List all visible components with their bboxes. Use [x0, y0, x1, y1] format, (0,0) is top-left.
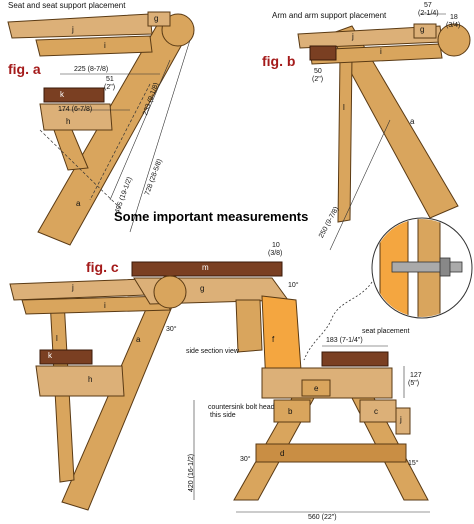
fig-c-detail-arrow	[303, 281, 373, 361]
fig-a-part-j: j	[72, 25, 74, 34]
fig-c-seat-k	[39, 349, 93, 365]
fig-c-side-j	[395, 407, 411, 435]
fig-c-part-l: l	[56, 334, 58, 343]
fig-b-part-g: g	[420, 25, 425, 34]
fig-c-block-e	[301, 379, 331, 397]
fig-c-top-m	[131, 261, 283, 277]
fig-a-dim-51: 51	[106, 76, 114, 83]
fig-c-dim-560: 560 (22")	[308, 514, 337, 521]
fig-a-part-h: h	[66, 117, 71, 126]
fig-c-deg-10: 10°	[288, 282, 299, 289]
bolt-detail-shaft	[391, 261, 463, 273]
fig-c-pivot	[153, 275, 187, 309]
fig-b-drawing	[297, 13, 471, 251]
fig-c-dim-10: 10	[272, 242, 280, 249]
fig-b-part-l: l	[343, 103, 345, 112]
fig-a-dim-225: 225 (8-7/8)	[74, 66, 109, 73]
fig-c-arm-i	[21, 295, 171, 315]
fig-c-part-k: k	[48, 351, 52, 360]
fig-c-part-a: a	[136, 335, 141, 344]
fig-c-support-h	[35, 365, 125, 397]
fig-c-part-m: m	[202, 263, 209, 272]
fig-c-part-b: b	[288, 407, 293, 416]
bolt-detail-nut	[439, 257, 451, 277]
fig-c-label: fig. c	[86, 259, 119, 275]
fig-c-piece-f-left	[235, 299, 263, 353]
fig-a-dim-174: 174 (6-7/8)	[58, 106, 93, 113]
fig-c-part-c: c	[374, 407, 378, 416]
fig-b-seat-block	[309, 45, 337, 61]
fig-a-label: fig. a	[8, 61, 41, 77]
fig-c-dim-420: 420 (16-1/2)	[188, 453, 195, 492]
fig-b-dim250-line	[329, 119, 391, 251]
fig-c-dim-127in: (5")	[408, 380, 420, 387]
fig-b-caption: Arm and arm support placement	[272, 11, 387, 20]
fig-c-dim-183: 183 (7-1/4")	[326, 337, 363, 344]
fig-c-leg-a	[61, 291, 179, 511]
bolt-detail	[371, 217, 473, 319]
fig-c-note-countersink-2: this side	[210, 412, 236, 419]
fig-b-dim-57in: (2-1/4)	[418, 10, 439, 17]
fig-a-caption: Seat and seat support placement	[8, 1, 126, 10]
fig-c-part-j: j	[72, 283, 74, 292]
fig-a-arm-i	[35, 35, 153, 57]
fig-c-note-side-section: side section view	[186, 348, 239, 355]
fig-c-part-h: h	[88, 375, 93, 384]
fig-c-brace-c	[359, 399, 397, 423]
fig-a-part-a: a	[76, 199, 81, 208]
fig-b-pivot	[437, 23, 471, 57]
fig-c-part-d: d	[280, 449, 285, 458]
fig-c-brace-b	[273, 399, 311, 423]
fig-a-part-g: g	[154, 14, 159, 23]
fig-a-part-i: i	[104, 41, 106, 50]
fig-b-dim-50: 50	[314, 68, 322, 75]
fig-a-drawing	[7, 11, 195, 246]
fig-a-dash2	[89, 83, 151, 201]
fig-c-note-seat-placement: seat placement	[362, 328, 410, 335]
fig-a-dim495-line	[109, 59, 171, 201]
fig-a-seat-k	[43, 87, 105, 103]
fig-b-dim-57: 57	[424, 2, 432, 9]
fig-b-part-i: i	[380, 47, 382, 56]
fig-b-dim-18: 18	[450, 14, 458, 21]
fig-b-leg-a	[329, 25, 459, 219]
center-title: Some important measurements	[114, 209, 309, 224]
fig-c-part-g: g	[200, 284, 205, 293]
fig-a-dim-51in: (2")	[104, 84, 116, 91]
fig-c-part-j-side: j	[400, 415, 402, 424]
fig-b-label: fig. b	[262, 53, 296, 69]
fig-c-deg-15: 15°	[408, 460, 419, 467]
fig-a-arm-j	[7, 13, 153, 39]
fig-a-dim728-line	[129, 39, 191, 233]
fig-b-brace-l	[337, 55, 353, 223]
fig-a-part-k: k	[60, 90, 64, 99]
fig-c-drawing	[9, 261, 430, 513]
fig-b-dim-50in: (2")	[312, 76, 324, 83]
fig-c-seat-top-right	[321, 351, 389, 367]
fig-a-block-g	[147, 11, 171, 27]
fig-c-deg-30b: 30°	[240, 456, 251, 463]
fig-c-part-f: f	[272, 335, 275, 344]
fig-b-part-j: j	[352, 32, 354, 41]
fig-b-part-a: a	[410, 117, 415, 126]
fig-a-support-h	[39, 103, 113, 131]
fig-a-brace-l	[53, 129, 89, 171]
fig-b-block-g	[413, 23, 437, 39]
fig-c-note-countersink-1: countersink bolt head	[208, 404, 275, 411]
fig-b-dim-18in: (3/4)	[446, 22, 461, 29]
fig-a-dash1	[39, 129, 121, 209]
fig-c-dim-10in: (3/8)	[268, 250, 283, 257]
fig-c-part-i: i	[104, 301, 106, 310]
fig-c-part-e: e	[314, 384, 319, 393]
fig-c-crossbar-d	[255, 443, 407, 463]
fig-c-dim-127: 127	[410, 372, 422, 379]
fig-c-deg-30a: 30°	[166, 326, 177, 333]
